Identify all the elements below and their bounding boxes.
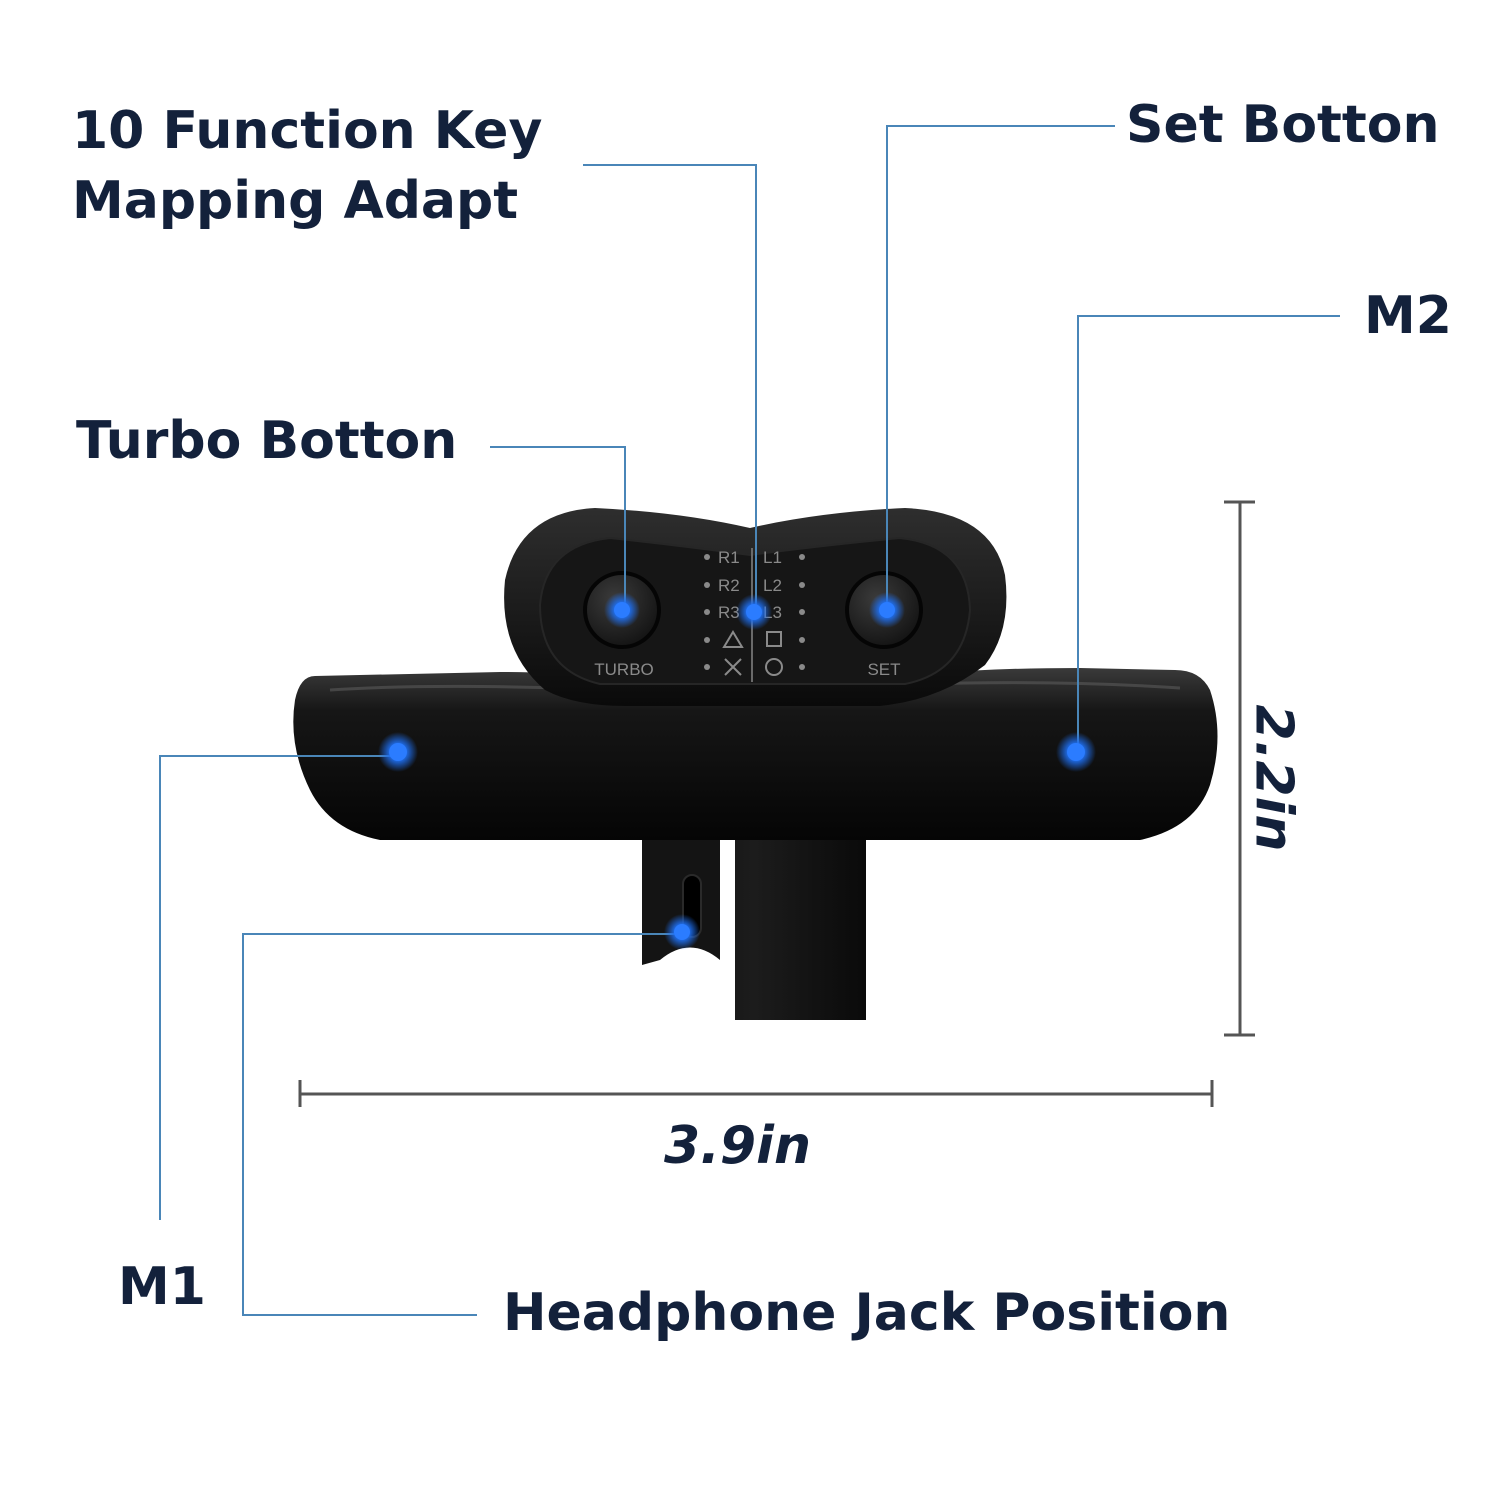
headphone-jack-label: Headphone Jack Position bbox=[503, 1283, 1231, 1343]
map-r1: R1 bbox=[718, 548, 740, 567]
m1-label: M1 bbox=[118, 1257, 206, 1317]
map-r2: R2 bbox=[718, 576, 740, 595]
dimension-lines bbox=[298, 500, 1255, 1107]
turbo-label: TURBO bbox=[594, 660, 654, 679]
function-key-label: 10 Function Key Mapping Adapt bbox=[72, 96, 542, 236]
height-dimension-label: 2.2in bbox=[1243, 704, 1304, 852]
map-r3: R3 bbox=[718, 603, 740, 622]
function-key-line2: Mapping Adapt bbox=[72, 171, 519, 231]
set-button-label: Set Botton bbox=[1126, 95, 1440, 155]
circle-icon bbox=[765, 658, 783, 676]
leader-m1 bbox=[159, 755, 397, 1220]
function-key-line1: 10 Function Key bbox=[72, 101, 543, 161]
paddle-bar bbox=[293, 668, 1218, 840]
m2-label: M2 bbox=[1364, 286, 1452, 346]
leader-function-key bbox=[583, 164, 757, 612]
map-l2: L2 bbox=[763, 576, 782, 595]
highlight-dots bbox=[378, 592, 1096, 950]
square-icon bbox=[766, 631, 782, 647]
leader-headphone bbox=[242, 933, 680, 1316]
leader-turbo bbox=[490, 446, 626, 610]
triangle-icon bbox=[722, 630, 744, 648]
set-label: SET bbox=[867, 660, 900, 679]
leader-m2 bbox=[1077, 315, 1340, 750]
cross-icon bbox=[724, 658, 742, 676]
leader-set-button bbox=[886, 125, 1115, 610]
mapping-legend: R1 R2 R3 L1 L2 L3 bbox=[704, 548, 805, 676]
width-dimension-label: 3.9in bbox=[664, 1116, 811, 1176]
map-l1: L1 bbox=[763, 548, 782, 567]
turbo-button-label: Turbo Botton bbox=[76, 411, 458, 471]
